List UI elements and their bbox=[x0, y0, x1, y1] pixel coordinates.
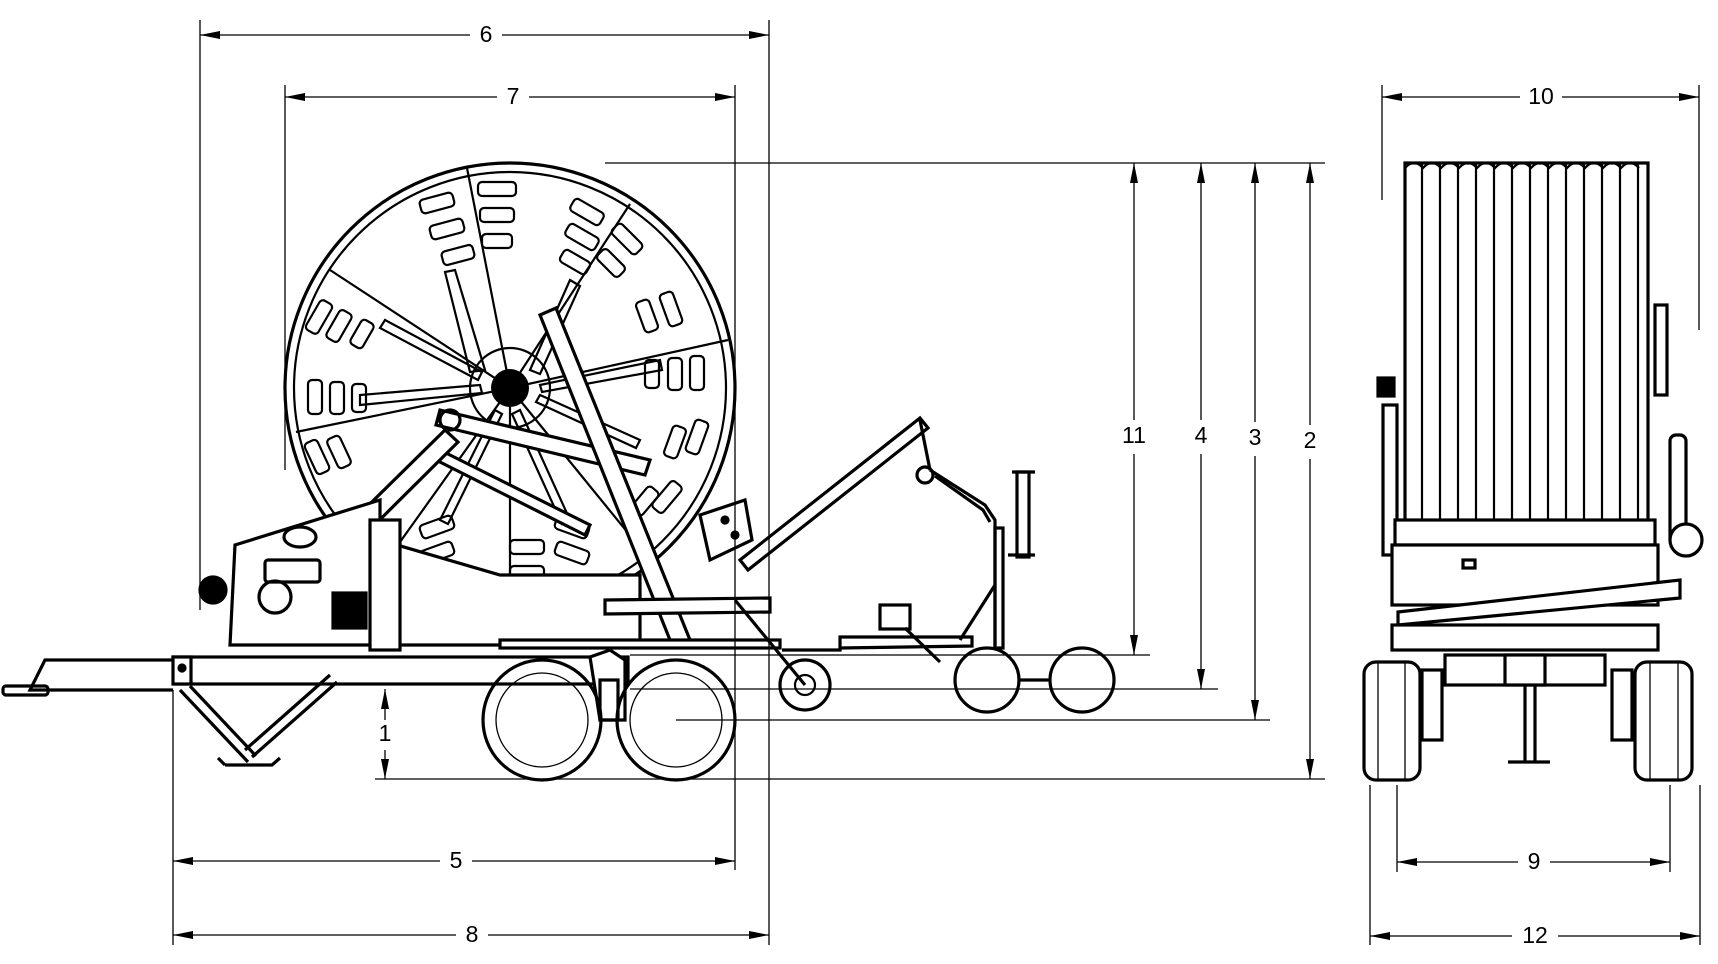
dim-label-10: 10 bbox=[1528, 83, 1554, 109]
gun-cart-wheels bbox=[733, 598, 1116, 714]
dim-label-8: 8 bbox=[466, 921, 479, 947]
front-wheels bbox=[1362, 660, 1694, 782]
hose-guide-wheel-icon bbox=[198, 575, 228, 605]
dim-label-4: 4 bbox=[1195, 422, 1208, 448]
front-reel-drum bbox=[1403, 161, 1650, 523]
dim-label-5: 5 bbox=[450, 847, 463, 873]
dim-label-9: 9 bbox=[1528, 848, 1541, 874]
dim-label-2: 2 bbox=[1304, 427, 1317, 453]
dim-label-3: 3 bbox=[1249, 424, 1262, 450]
extension-lines bbox=[172, 20, 1701, 945]
front-view bbox=[1362, 161, 1704, 782]
trailer-frame bbox=[1, 648, 630, 722]
dimension-labels: 6 7 5 8 1 11 4 3 2 10 9 12 bbox=[374, 21, 1562, 951]
dim-label-11: 11 bbox=[1122, 422, 1146, 448]
drive-housing bbox=[198, 497, 782, 652]
front-chassis bbox=[1390, 518, 1682, 764]
gun-cart bbox=[737, 415, 1035, 664]
dim-label-12: 12 bbox=[1522, 922, 1548, 948]
dim-label-7: 7 bbox=[507, 83, 520, 109]
dim-label-6: 6 bbox=[480, 21, 493, 47]
outrigger-arm bbox=[603, 497, 772, 616]
side-view bbox=[1, 161, 1116, 782]
front-side-posts bbox=[1376, 303, 1704, 558]
support-jack bbox=[178, 673, 339, 767]
dim-label-1: 1 bbox=[379, 720, 392, 746]
